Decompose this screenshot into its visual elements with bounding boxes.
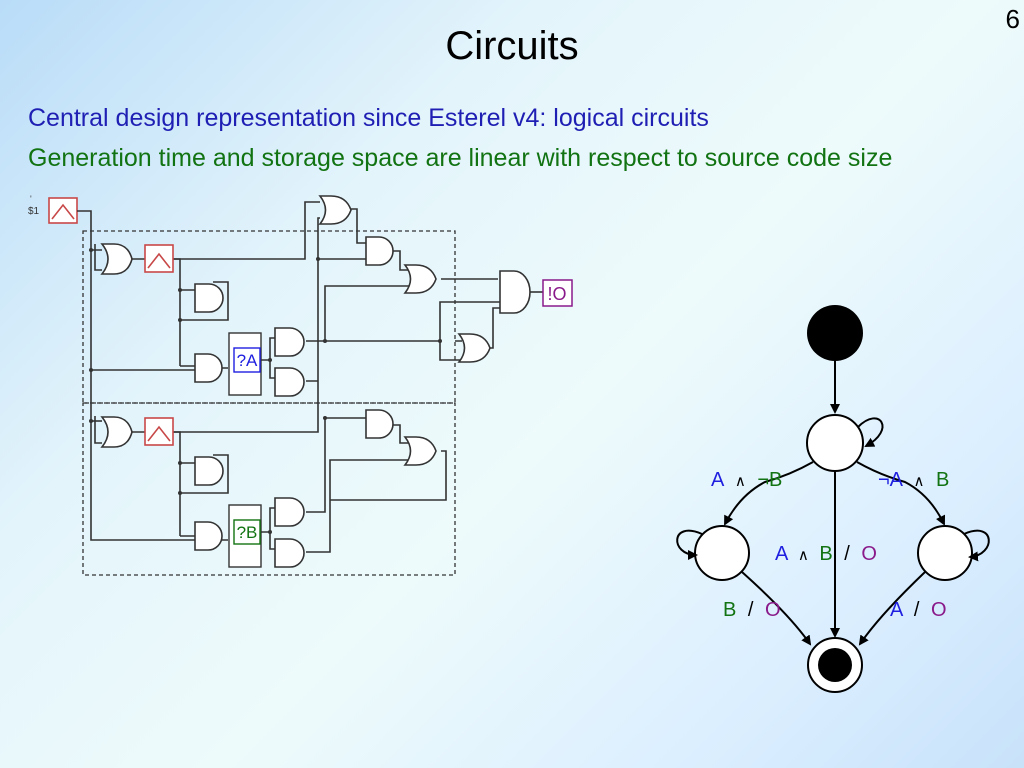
bullet-1: Central design representation since Este…	[28, 104, 709, 132]
initial-state	[807, 305, 863, 361]
label-a-out-o: A / O	[890, 599, 947, 621]
and-gate-l5	[365, 409, 394, 439]
input-a-box: ?A	[228, 332, 262, 396]
label-b-out-o: B / O	[723, 599, 781, 621]
or-gate-right	[457, 333, 491, 363]
or-gate-top	[318, 195, 352, 225]
final-state-core	[818, 648, 852, 682]
and-gate-l2	[194, 521, 223, 551]
input-a-label: ?A	[237, 351, 258, 370]
state-wait	[806, 414, 864, 472]
arrow-wait-left	[724, 461, 814, 526]
and-gate-l1	[194, 456, 224, 486]
lower-dashed-box	[82, 402, 456, 576]
or-gate-upper	[100, 243, 133, 275]
or-gate-lower-mid	[403, 436, 437, 466]
and-gate-l4	[274, 538, 305, 568]
or-gate-mid	[403, 264, 437, 294]
slide-number: 6	[1005, 4, 1020, 34]
or-gate-lower	[100, 416, 133, 448]
register-lower	[144, 417, 174, 446]
boot-label: $1	[28, 206, 40, 217]
arrow-left-final	[741, 571, 812, 646]
output-o-label: !O	[547, 284, 566, 304]
svg-text:': '	[30, 194, 32, 204]
output-o-box: !O	[542, 279, 573, 307]
circuit-junctions	[89, 248, 442, 534]
label-not-a-and-b: ¬A ∧ B	[878, 469, 949, 491]
input-b-box: ?B	[228, 504, 262, 568]
state-right	[917, 525, 973, 581]
slide-title: Circuits	[445, 24, 579, 68]
label-a-and-b-out-o: A ∧ B / O	[775, 543, 877, 565]
circuit-wires	[77, 201, 543, 553]
arrow-wait-right	[856, 461, 946, 526]
input-b-label: ?B	[237, 523, 258, 542]
self-loop-wait	[857, 417, 884, 447]
and-gate-u1	[194, 283, 224, 313]
register-upper	[144, 244, 174, 273]
and-gate-u3	[274, 327, 305, 357]
and-gate-u5	[365, 236, 394, 266]
arrow-right-final	[858, 571, 926, 646]
and-gate-u4	[274, 367, 305, 397]
bullet-2: Generation time and storage space are li…	[28, 144, 893, 172]
and-gate-out	[499, 270, 531, 314]
and-gate-l3	[274, 497, 305, 527]
state-left	[694, 525, 750, 581]
self-loop-right	[963, 529, 990, 562]
and-gate-u2	[194, 353, 223, 383]
label-a-and-not-b: A ∧ ¬B	[711, 469, 782, 491]
self-loop-left	[676, 529, 703, 560]
